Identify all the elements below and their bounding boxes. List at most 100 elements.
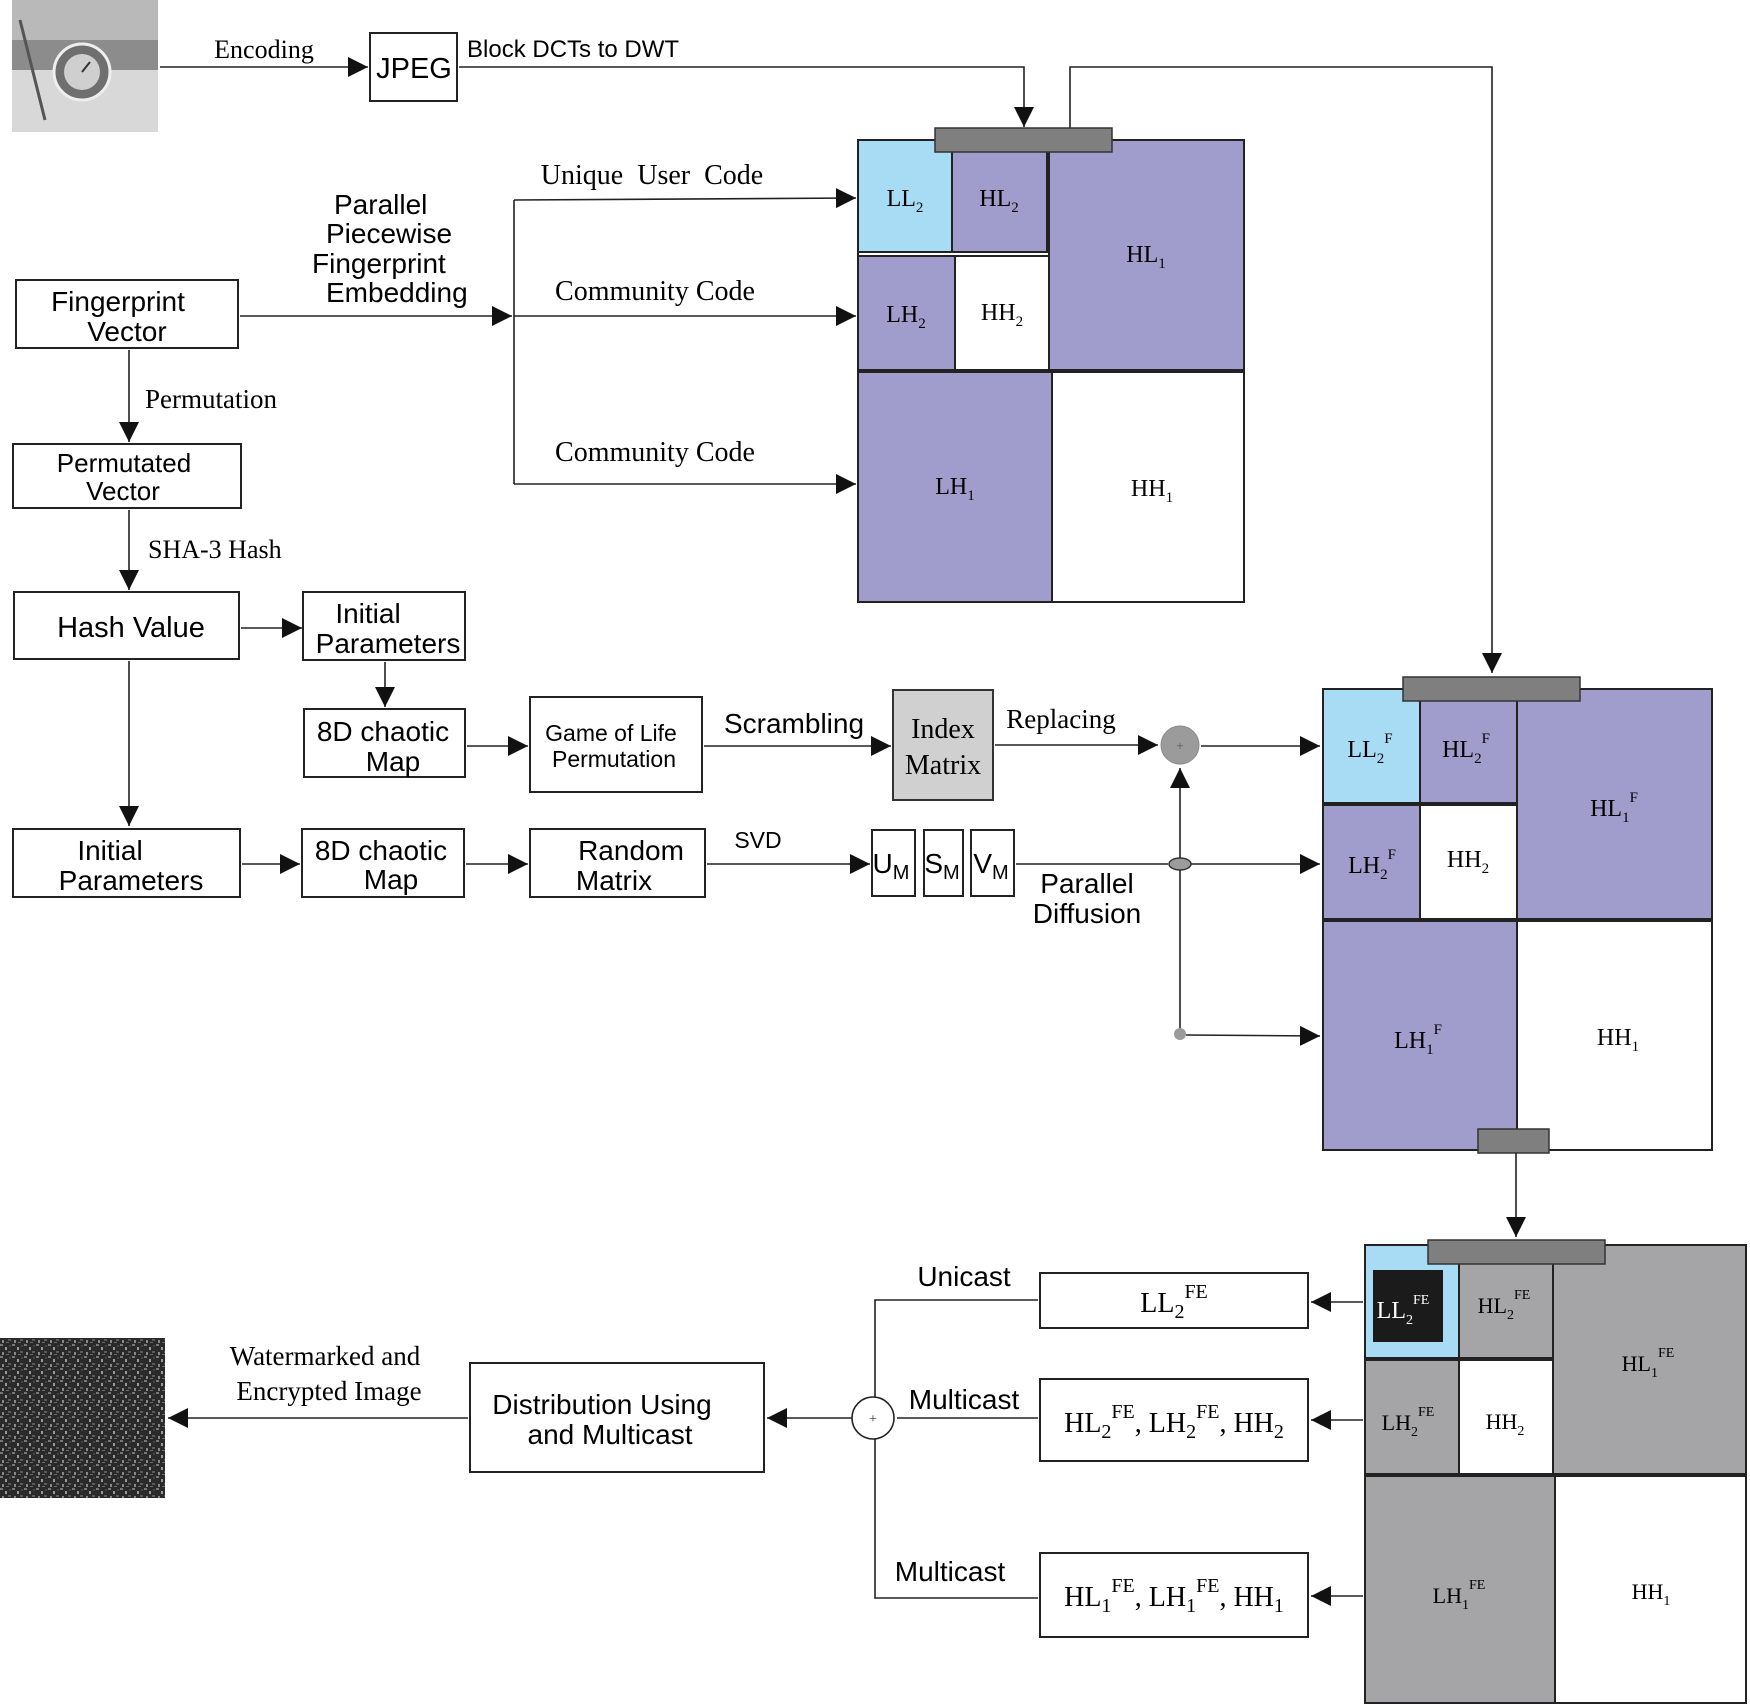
unique-user-code-arrow xyxy=(513,188,857,209)
cell-lh2f xyxy=(1322,804,1421,920)
multicast-output-box-level2 xyxy=(1039,1378,1309,1462)
chaotic-map-box-top xyxy=(303,708,466,778)
label-ll2: LL2 xyxy=(887,186,924,216)
svd-v-box xyxy=(970,829,1015,897)
initial-parameters-top-line1: Initial xyxy=(335,598,400,629)
initial-parameters-box-top xyxy=(302,591,466,661)
hash-value-box xyxy=(13,591,240,660)
distribution-line2: and Multicast xyxy=(528,1419,693,1450)
permutated-vector-line2: Vector xyxy=(86,476,160,506)
block-dct-label: Block DCTs to DWT xyxy=(467,36,679,63)
unicast-output-label: LL2FE xyxy=(1140,1281,1208,1323)
label-hh2-mid: HH2 xyxy=(1447,847,1489,877)
dwt-grid-original: LL2 HL2 LH2 HH2 HL1 LH1 HH1 xyxy=(857,127,1245,603)
grid2-bottom-bar xyxy=(1477,1128,1550,1154)
svd-v-label: VM xyxy=(973,848,1008,884)
svd-s-label: SM xyxy=(924,848,959,884)
parallel-line2: Piecewise xyxy=(326,218,452,249)
cell-hh1-mid xyxy=(1516,920,1713,1151)
initial-parameters-bottom-line1: Initial xyxy=(77,835,142,866)
index-matrix-line2: Matrix xyxy=(905,750,981,781)
label-hh1: HH1 xyxy=(1131,476,1173,506)
community-code-label-1: Community Code xyxy=(555,276,755,307)
game-of-life-line2: Permutation xyxy=(552,746,676,772)
chaotic-map-top-line2: Map xyxy=(366,746,420,777)
scrambling-label: Scrambling xyxy=(724,708,864,739)
diffusion-lower-node xyxy=(1174,1028,1186,1040)
multicast-label-2: Multicast xyxy=(895,1556,1006,1587)
chaotic-map-box-bottom xyxy=(301,828,465,898)
random-matrix-line2: Matrix xyxy=(576,865,652,896)
label-hh1-bottom: HH1 xyxy=(1632,1579,1671,1609)
channel-merge-bus xyxy=(874,1299,1038,1599)
sha3-label: SHA-3 Hash xyxy=(148,535,282,564)
label-hl2f: HL2F xyxy=(1442,731,1490,767)
cell-hh2 xyxy=(954,255,1050,371)
unicast-label: Unicast xyxy=(917,1261,1011,1292)
fingerprint-vector-line1: Fingerprint xyxy=(51,286,185,317)
initial-parameters-box-bottom xyxy=(12,828,241,898)
label-lh2: LH2 xyxy=(886,302,926,332)
label-hl1: HL1 xyxy=(1126,242,1166,272)
parallel-diffusion-line2: Diffusion xyxy=(1033,898,1141,929)
watermarked-line2: Encrypted Image xyxy=(236,1376,421,1406)
label-hh2-bottom: HH2 xyxy=(1486,1409,1525,1439)
label-lh1fe: LH1FE xyxy=(1433,1578,1486,1613)
distribution-box xyxy=(469,1362,765,1473)
dwt-grid-fingerprinted: LL2F HL2F LH2F HH2 HL1F LH1F HH1 xyxy=(1322,676,1713,1154)
index-matrix-box xyxy=(892,689,994,801)
unique-user-code-label: Unique User Code xyxy=(541,160,763,191)
permutated-vector-line1: Permutated xyxy=(57,448,191,478)
community-code-label-2: Community Code xyxy=(555,437,755,468)
chaotic-map-bottom-line2: Map xyxy=(364,864,418,895)
label-hl1f: HL1F xyxy=(1590,790,1638,826)
source-image-thumbnail xyxy=(12,0,158,132)
combine-node-top xyxy=(1160,725,1200,765)
grid2-top-bar xyxy=(1402,676,1581,702)
multicast-output-label-level2: HL2FE, LH2FE, HH2 xyxy=(1064,1401,1284,1443)
label-ll2fe: LL2FE xyxy=(1377,1293,1430,1328)
cell-lh2 xyxy=(857,255,956,371)
encoding-label: Encoding xyxy=(214,35,314,64)
chaotic-map-bottom-line1: 8D chaotic xyxy=(315,835,447,866)
game-of-life-line1: Game of Life xyxy=(545,720,677,746)
cell-lh2fe xyxy=(1364,1359,1460,1475)
multicast-output-box-level1 xyxy=(1039,1552,1309,1638)
distribution-line1: Distribution Using xyxy=(492,1389,711,1420)
label-hh2: HH2 xyxy=(981,300,1023,330)
parallel-line4: Embedding xyxy=(326,277,468,308)
jpeg-box xyxy=(369,32,458,102)
game-of-life-box xyxy=(529,696,703,793)
unicast-output-box xyxy=(1039,1272,1309,1329)
cell-ll2fe-encrypted-block xyxy=(1373,1270,1443,1342)
initial-parameters-bottom-line2: Parameters xyxy=(59,865,204,896)
cell-hl2 xyxy=(951,139,1048,253)
watermarked-line1: Watermarked and xyxy=(230,1341,421,1371)
random-matrix-line1: Random xyxy=(578,835,684,866)
dwt-to-second-grid-arrow xyxy=(1069,66,1502,673)
label-lh1f: LH1F xyxy=(1394,1022,1442,1058)
index-matrix-line1: Index xyxy=(911,714,975,745)
chaotic-map-top-line1: 8D chaotic xyxy=(317,716,449,747)
permutated-vector-box xyxy=(12,443,242,509)
combine-plus-glyph: + xyxy=(1176,738,1183,753)
cell-hl1 xyxy=(1048,139,1245,371)
cell-ll2 xyxy=(857,139,953,253)
merge-plus-glyph: + xyxy=(869,1412,877,1427)
diffusion-to-lh1f-arrow xyxy=(1185,1025,1321,1046)
cell-hh2-mid xyxy=(1419,804,1518,920)
cell-ll2f xyxy=(1322,688,1421,804)
label-lh2fe: LH2FE xyxy=(1382,1405,1435,1440)
cell-lh1fe xyxy=(1364,1475,1556,1704)
multicast-label-1: Multicast xyxy=(909,1384,1020,1415)
cell-hh1-bottom xyxy=(1554,1475,1747,1704)
cell-hh1 xyxy=(1051,371,1245,603)
jpeg-label: JPEG xyxy=(376,53,452,85)
cell-hl1fe xyxy=(1552,1244,1747,1475)
svd-label: SVD xyxy=(734,827,781,853)
label-hl1fe: HL1FE xyxy=(1622,1346,1675,1381)
diffusion-node xyxy=(1168,857,1192,871)
fingerprint-vector-line2: Vector xyxy=(87,316,166,347)
random-matrix-box xyxy=(529,828,706,898)
label-hl2fe: HL2FE xyxy=(1478,1288,1531,1323)
